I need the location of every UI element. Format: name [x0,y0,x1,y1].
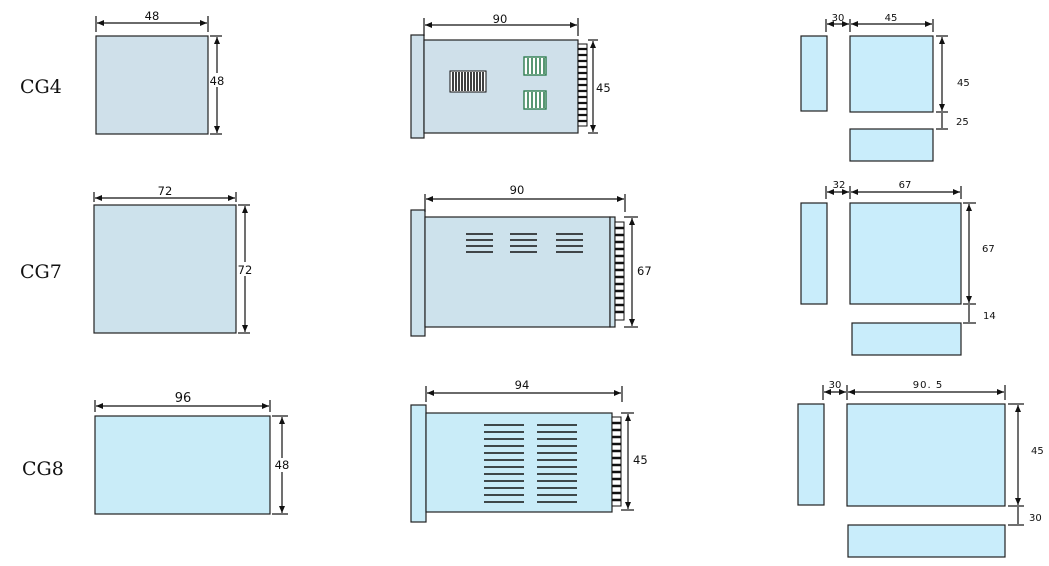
main-cutout [846,403,1006,507]
cutout-main-width-label: 90. 5 [913,380,943,391]
housing [423,39,579,134]
front-width-label: 72 [158,184,173,198]
side-height-label: 45 [633,453,648,467]
cutout-view-cg4: 30 45 45 25 [800,13,970,162]
model-label-cg8: CG8 [22,458,64,480]
side-length-label: 90 [510,183,525,197]
cutout-height-label: 67 [982,244,995,255]
cutout-main-width-label: 67 [899,180,912,191]
front-width-label: 96 [175,391,192,406]
side-cutout [800,202,828,305]
cutout-height-label: 45 [957,78,970,89]
vent-slots [466,233,583,253]
bezel [410,209,426,337]
housing [425,412,613,513]
cutout-side-width-label: 30 [832,13,845,24]
side-height-label: 45 [596,81,611,95]
cutout-gap-label: 14 [983,311,996,322]
cutout-main-width-label: 45 [885,13,898,24]
main-cutout [849,202,962,305]
front-view-cg4: 48 48 [95,9,225,135]
model-label-cg4: CG4 [20,76,62,98]
front-height-label: 72 [238,263,253,277]
row-cg4: CG4 48 48 [20,9,970,162]
row-cg8: CG8 96 48 [22,378,1044,558]
side-length-label: 90 [493,12,508,26]
cutout-view-cg7: 32 67 67 14 [800,180,996,356]
terminal-block [577,43,588,127]
cutout-view-cg8: 30 90. 5 45 30 [797,380,1044,558]
front-view-cg8: 96 48 [94,391,291,515]
side-view-cg7: 90 67 [410,183,652,337]
cutout-side-width-label: 32 [833,180,846,191]
cutout-gap-label: 30 [1029,513,1042,524]
housing [424,216,611,328]
front-height-label: 48 [275,458,290,472]
front-panel [93,204,237,334]
green-vent-top [523,56,547,76]
side-cutout [797,403,825,506]
front-height-label: 48 [210,74,225,88]
front-panel [95,35,209,135]
terminal-block [611,416,622,507]
front-view-cg7: 72 72 [93,184,255,334]
terminal-block [614,221,625,321]
cutout-height-label: 45 [1031,446,1044,457]
vent-slots [484,424,577,503]
green-vent-bottom [523,90,547,110]
row-cg7: CG7 72 72 [20,180,996,356]
bottom-cutout [849,128,934,162]
cutout-side-width-label: 30 [829,380,842,391]
front-panel [94,415,271,515]
side-height-label: 67 [637,264,652,278]
bezel [410,404,427,523]
side-length-label: 94 [515,378,530,392]
cutout-gap-label: 25 [956,117,969,128]
side-cutout [800,35,828,112]
side-view-cg4: 90 45 [410,12,611,139]
bottom-cutout [847,524,1006,558]
model-label-cg7: CG7 [20,261,62,283]
vent-grille [449,70,487,93]
main-cutout [849,35,934,113]
bezel [410,34,425,139]
bottom-cutout [851,322,962,356]
side-view-cg8: 94 45 [410,378,648,523]
front-width-label: 48 [145,9,160,23]
